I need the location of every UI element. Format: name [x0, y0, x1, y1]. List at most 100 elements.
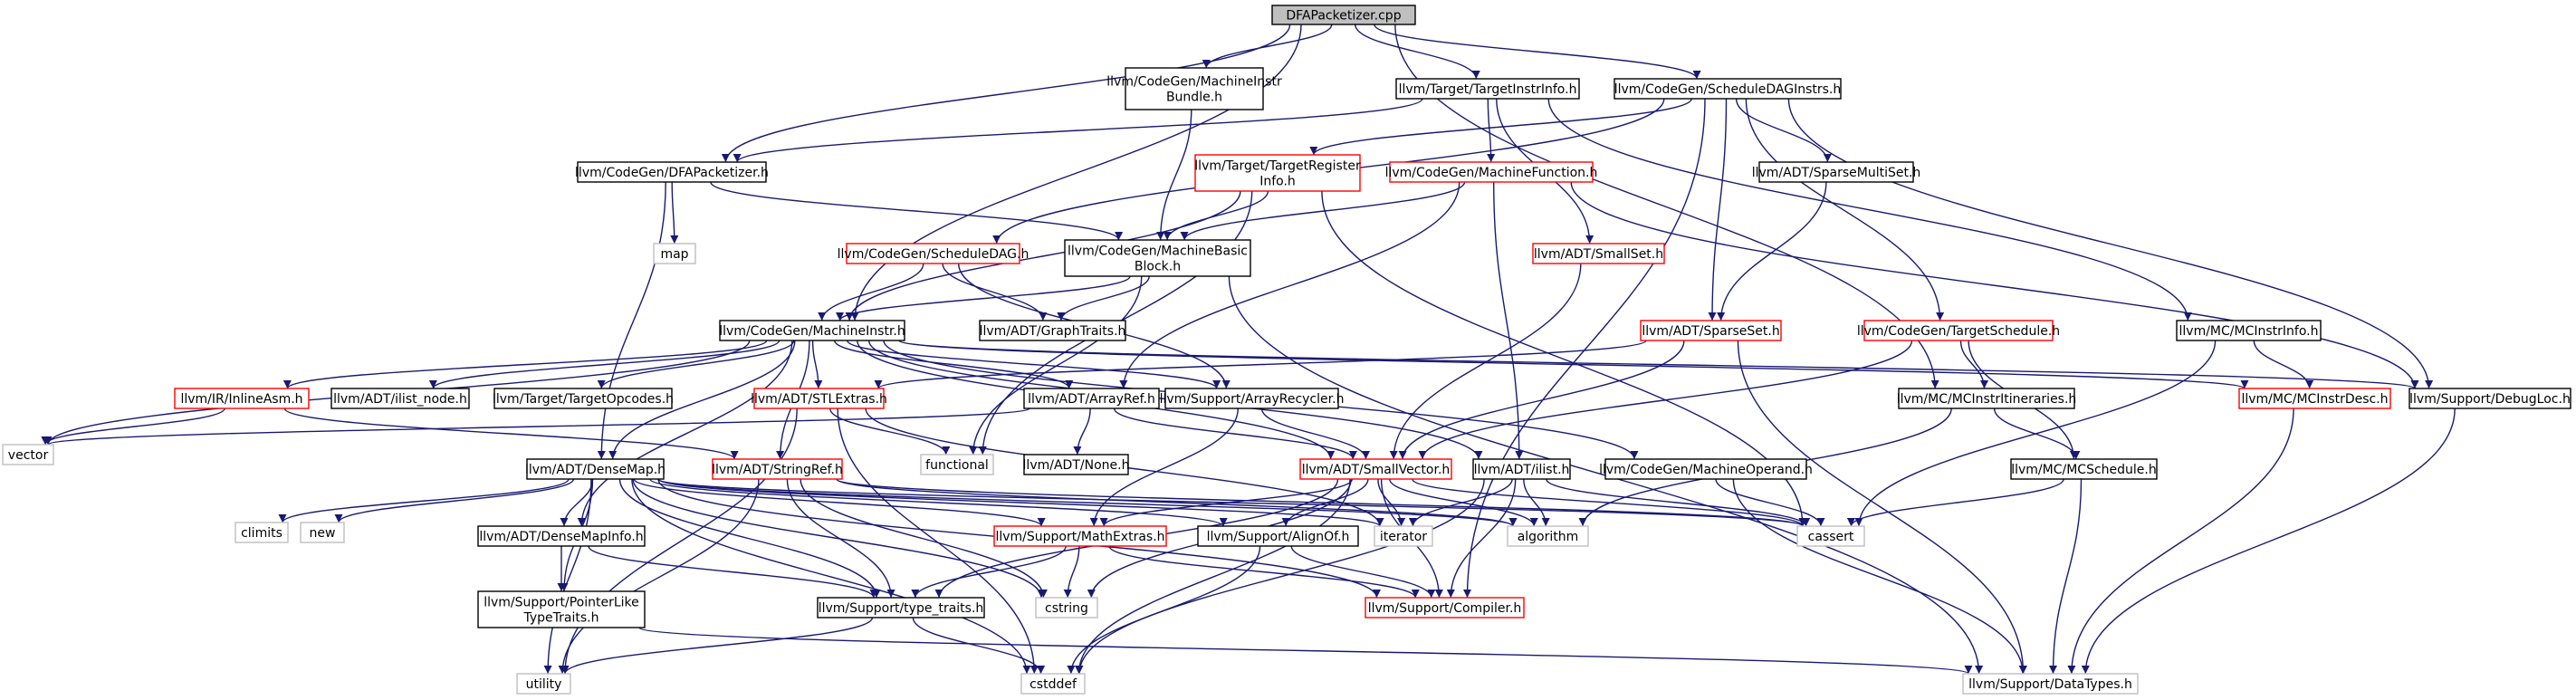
- node-comp[interactable]: llvm/Support/Compiler.h: [1365, 597, 1525, 618]
- edge-dm-to-me: [633, 478, 1046, 527]
- edge-line: [1745, 98, 1945, 321]
- node-sdag[interactable]: llvm/CodeGen/ScheduleDAG.h: [838, 243, 1029, 264]
- edge-tri-to-mbb: [1163, 190, 1269, 241]
- node-ao[interactable]: llvm/Support/AlignOf.h: [1197, 525, 1359, 547]
- node-mf[interactable]: llvm/CodeGen/MachineFunction.h: [1385, 161, 1598, 183]
- node-climits[interactable]: climits: [235, 522, 289, 543]
- node-label: llvm/Target/TargetRegister: [1194, 159, 1361, 174]
- node-mcii[interactable]: llvm/MC/MCInstrInfo.h: [2176, 320, 2322, 341]
- node-dm[interactable]: llvm/ADT/DenseMap.h: [525, 458, 666, 480]
- node-box: [1299, 458, 1452, 480]
- node-dfah[interactable]: llvm/CodeGen/DFAPacketizer.h: [575, 161, 769, 183]
- node-label: Info.h: [1259, 175, 1296, 189]
- node-label: llvm/Support/ArrayRecycler.h: [1160, 392, 1345, 407]
- node-me[interactable]: llvm/Support/MathExtras.h: [993, 525, 1167, 547]
- edge-line: [1398, 340, 1685, 460]
- node-box: [330, 388, 470, 409]
- node-cstddef[interactable]: cstddef: [1020, 673, 1086, 695]
- node-label: llvm/MC/MCInstrDesc.h: [2241, 392, 2388, 407]
- edge-line: [786, 478, 895, 599]
- node-mciti[interactable]: llvm/MC/MCInstrItineraries.h: [1897, 388, 2077, 409]
- node-label: llvm/ADT/SmallVector.h: [1302, 463, 1451, 477]
- node-arec[interactable]: llvm/Support/ArrayRecycler.h: [1160, 388, 1345, 409]
- node-tt[interactable]: llvm/Support/type_traits.h: [817, 597, 985, 618]
- node-dt[interactable]: llvm/Support/DataTypes.h: [1962, 673, 2139, 695]
- node-algorithm[interactable]: algorithm: [1507, 525, 1589, 547]
- node-iterator[interactable]: iterator: [1374, 525, 1433, 547]
- edge-ilist-to-iterator: [1408, 478, 1513, 527]
- edge-line: [1099, 478, 1354, 527]
- node-ilist[interactable]: llvm/ADT/ilist.h: [1472, 458, 1571, 480]
- node-sdi[interactable]: llvm/CodeGen/ScheduleDAGInstrs.h: [1614, 78, 1842, 100]
- edge-line: [969, 275, 1143, 455]
- node-gt[interactable]: llvm/ADT/GraphTraits.h: [979, 320, 1126, 341]
- edge-ilist-to-algorithm: [1523, 478, 1550, 527]
- node-new[interactable]: new: [300, 522, 345, 543]
- node-sv[interactable]: llvm/ADT/SmallVector.h: [1299, 458, 1452, 480]
- edge-dfah-to-dm: [597, 181, 666, 460]
- edge-sparseset-to-dt: [1737, 340, 2027, 675]
- edge-sr-to-cassert: [836, 478, 1807, 527]
- node-none[interactable]: llvm/ADT/None.h: [1023, 454, 1130, 475]
- node-label: llvm/ADT/ilist.h: [1474, 463, 1570, 477]
- node-cstring[interactable]: cstring: [1035, 597, 1098, 618]
- edge-mi-to-dmi: [577, 340, 793, 527]
- edge-line: [1708, 98, 1728, 321]
- edge-line: [1073, 408, 1091, 455]
- node-box: [653, 243, 696, 264]
- edge-line: [2049, 478, 2083, 675]
- node-to[interactable]: llvm/Target/TargetOpcodes.h: [493, 388, 674, 409]
- node-box: [300, 522, 345, 543]
- node-box: [1604, 458, 1807, 480]
- node-box: [719, 320, 905, 341]
- node-mcid[interactable]: llvm/MC/MCInstrDesc.h: [2238, 388, 2391, 409]
- node-label: llvm/Target/TargetInstrInfo.h: [1399, 82, 1577, 97]
- node-label: llvm/CodeGen/ScheduleDAG.h: [838, 247, 1029, 262]
- node-sr[interactable]: llvm/ADT/StringRef.h: [712, 458, 843, 480]
- node-label: llvm/ADT/SparseSet.h: [1642, 324, 1779, 339]
- edge-line: [283, 340, 768, 389]
- node-root[interactable]: DFAPacketizer.cpp: [1271, 5, 1416, 25]
- node-ts[interactable]: llvm/CodeGen/TargetSchedule.h: [1857, 320, 2060, 341]
- edge-line: [2081, 408, 2456, 675]
- node-iln[interactable]: llvm/ADT/ilist_node.h: [330, 388, 470, 409]
- node-vector[interactable]: vector: [2, 444, 54, 465]
- node-dmi[interactable]: llvm/ADT/DenseMapInfo.h: [477, 525, 646, 547]
- node-smallset[interactable]: llvm/ADT/SmallSet.h: [1532, 243, 1665, 264]
- node-label: climits: [241, 526, 282, 541]
- edge-tii-to-mf: [1487, 98, 1496, 163]
- edge-line: [632, 478, 1046, 599]
- node-box: [979, 320, 1126, 341]
- edge-mi-to-arec: [847, 340, 1221, 389]
- edge-stl-to-utility: [560, 408, 798, 675]
- edge-line: [1075, 478, 1351, 675]
- node-ar[interactable]: llvm/ADT/ArrayRef.h: [1023, 388, 1160, 409]
- node-functional[interactable]: functional: [920, 454, 994, 475]
- node-utility[interactable]: utility: [516, 673, 571, 695]
- node-mo[interactable]: llvm/CodeGen/MachineOperand.h: [1599, 458, 1813, 480]
- node-cassert[interactable]: cassert: [1796, 525, 1865, 547]
- node-label: cstring: [1045, 601, 1088, 616]
- edge-me-to-cstring: [1063, 545, 1080, 599]
- node-ia[interactable]: llvm/IR/InlineAsm.h: [174, 388, 310, 409]
- node-dl[interactable]: llvm/Support/DebugLoc.h: [2408, 388, 2571, 409]
- node-map[interactable]: map: [653, 243, 696, 264]
- edge-line: [429, 340, 780, 389]
- node-label: llvm/Target/TargetOpcodes.h: [493, 392, 674, 407]
- node-label: llvm/Support/PointerLike: [484, 596, 639, 610]
- node-box: [1796, 525, 1865, 547]
- node-mi[interactable]: llvm/CodeGen/MachineInstr.h: [719, 320, 905, 341]
- edge-mi-to-stl: [811, 340, 823, 389]
- node-tii[interactable]: llvm/Target/TargetInstrInfo.h: [1395, 78, 1580, 100]
- node-stl[interactable]: llvm/ADT/STLExtras.h: [751, 388, 887, 409]
- node-label: Block.h: [1135, 260, 1181, 274]
- node-sms[interactable]: llvm/ADT/SparseMultiSet.h: [1752, 161, 1921, 183]
- node-mcs[interactable]: llvm/MC/MCSchedule.h: [2010, 458, 2158, 480]
- node-sparseset[interactable]: llvm/ADT/SparseSet.h: [1640, 320, 1782, 341]
- edge-tt-to-utility: [560, 617, 874, 675]
- edge-tri-to-mi: [845, 190, 1241, 321]
